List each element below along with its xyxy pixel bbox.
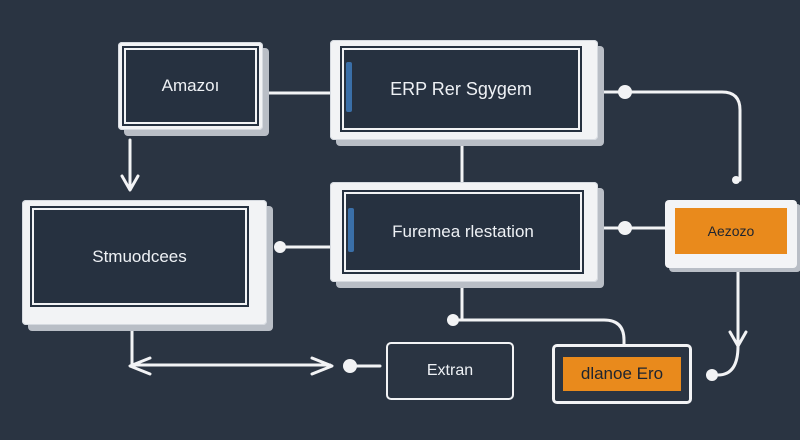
node-orange-bottom: dlanoe Ero: [552, 344, 692, 404]
junction-dot: [343, 359, 357, 373]
arrowhead-structures-bottom: [310, 356, 334, 376]
node-orange-right-label: Aezozo: [707, 223, 755, 239]
node-structures-label: Stmuodcees: [92, 246, 187, 266]
node-center-accent: [348, 208, 354, 252]
node-amazon-label: Amazoı: [161, 76, 220, 95]
junction-dot: [618, 85, 632, 99]
junction-dot: [706, 369, 718, 381]
node-amazon: Amazoı: [118, 42, 263, 130]
node-extran-label: Extran: [426, 362, 474, 379]
junction-dot: [447, 314, 459, 326]
node-orange-bottom-label: dlanoe Ero: [580, 364, 664, 383]
arrowhead-structures-left: [128, 356, 152, 376]
connector-orange-bottom-return: [716, 344, 740, 377]
node-orange-bottom-fill: dlanoe Ero: [563, 357, 681, 391]
node-erp: ERP Rer Sgygem: [330, 40, 598, 140]
connector-center-orange-bottom: [453, 318, 626, 347]
node-orange-right: Aezozo: [665, 200, 797, 268]
arrowhead-amazon-structures: [120, 174, 140, 192]
connector-erp-orange: [596, 90, 742, 182]
junction-dot: [732, 176, 740, 184]
node-extran: Extran: [386, 342, 514, 400]
junction-dot: [274, 241, 286, 253]
node-erp-label: ERP Rer Sgygem: [390, 78, 532, 99]
connector-structures-bottom: [130, 328, 332, 367]
node-structures: Stmuodcees: [22, 200, 267, 325]
node-center-label: Furemea rlestation: [392, 222, 534, 241]
node-erp-accent: [346, 62, 352, 112]
junction-dot: [618, 221, 632, 235]
node-center: Furemea rlestation: [330, 182, 598, 282]
